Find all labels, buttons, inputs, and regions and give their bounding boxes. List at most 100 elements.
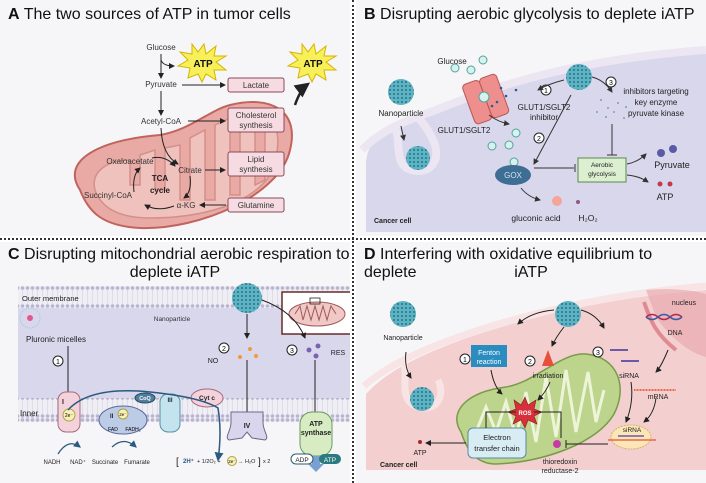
coq: CoQ — [134, 392, 156, 404]
nuclear-envelope — [642, 301, 678, 352]
no-molecules — [238, 347, 258, 359]
oxaloacetate-label: Oxaloacetate — [106, 157, 154, 166]
step-2-label: 2 — [528, 359, 532, 366]
step-1-marker: 1 — [459, 353, 471, 365]
step-2-marker: 2 — [533, 132, 545, 144]
atp-star-mitochondria: ATP — [286, 42, 338, 84]
glucose-label: Glucose — [146, 43, 176, 52]
step-1-marker: 1 — [540, 84, 552, 96]
cholesterol-label-2: synthesis — [239, 121, 272, 130]
atp-badge: ATP — [319, 454, 341, 464]
panel-d-title-line2: iATP — [514, 264, 548, 281]
tca-label-1: TCA — [152, 174, 169, 183]
atp-synthase-label-2: synthase — [301, 430, 331, 437]
atp-label-1: ATP — [193, 59, 213, 70]
pluronic-micelle — [19, 307, 41, 329]
pyruvate-dot — [669, 145, 677, 153]
sirna-label: siRNA — [619, 373, 639, 380]
lipid-label-2: synthesis — [239, 165, 272, 174]
fenton-reaction-box: Fenton reaction — [471, 345, 507, 367]
glut-inhibitor-label-1: GLUT1/SGLT2 — [518, 103, 571, 112]
panel-c: C Disrupting mitochondrial aerobic respi… — [0, 242, 350, 483]
panel-c-title: C Disrupting mitochondrial aerobic respi… — [8, 246, 350, 264]
panel-b-arrows — [488, 76, 649, 202]
irradiation-icon — [542, 350, 554, 366]
lipid-label-1: Lipid — [248, 155, 265, 164]
mitochondrion-inset — [281, 291, 350, 335]
glutamine-label: Glutamine — [238, 201, 275, 210]
pathway-arrows — [133, 54, 226, 211]
complex-ii-label: II — [110, 414, 114, 420]
glut-label: GLUT1/SGLT2 — [438, 126, 491, 135]
atp-label-2: ATP — [303, 59, 323, 70]
aerobic-label-2: glycolysis — [588, 171, 617, 178]
uptake-arrow — [400, 125, 406, 141]
pyruvate-label: Pyruvate — [654, 160, 690, 170]
glut-inhibitor-label-2: inhibitor — [530, 113, 558, 122]
citrate-label: Citrate — [178, 166, 202, 175]
lipid-box: Lipid synthesis — [227, 151, 285, 177]
step-3-label: 3 — [609, 80, 613, 87]
cell-membrane — [359, 46, 706, 153]
res-label: RES — [331, 350, 346, 357]
nanoparticle-endocytosed — [406, 146, 430, 170]
step-2-marker: 2 — [218, 342, 230, 354]
atp-dot — [657, 181, 663, 187]
panel-b-title-text: Disrupting aerobic glycolysis to deplete… — [380, 6, 695, 23]
endocytosis-pocket — [392, 112, 441, 175]
step-3-label: 3 — [596, 350, 600, 357]
vertical-divider — [352, 0, 354, 483]
panel-b-letter: B — [364, 6, 376, 23]
nanoparticle-outside — [390, 301, 416, 327]
complex-iv-label: IV — [244, 423, 251, 430]
ros-burst: ROS — [507, 396, 543, 429]
acetyl-coa-label: Acetyl-CoA — [141, 117, 182, 126]
panel-c-title-line2: deplete iATP — [129, 264, 221, 281]
succinate-label: Succinate — [92, 460, 119, 466]
succinate-arrow — [111, 440, 137, 448]
adp-badge: ADP — [290, 453, 314, 465]
h2o2-label: H₂O₂ — [578, 213, 597, 223]
fumarate-label: Fumarate — [124, 460, 150, 466]
dna-strand-1 — [645, 313, 683, 321]
atp-synthase-label-1: ATP — [309, 421, 323, 428]
mitochondrion-cristae — [474, 369, 606, 443]
complex-ii: II 2e⁻ FAD FADH₂ — [98, 405, 148, 435]
inhibitor-label-2: key enzyme — [635, 98, 678, 107]
lactate-box: Lactate — [227, 77, 285, 93]
panel-b-diagram: Glucose Nanoparticle GLUT1/SGLT2 GLUT1/S… — [359, 46, 706, 232]
cancer-cell-label: Cancer cell — [380, 462, 417, 469]
outer-membrane-label: Outer membrane — [22, 294, 79, 303]
nucleus — [646, 289, 706, 357]
dna-label: DNA — [668, 330, 683, 337]
inhibitor-label-1: inhibitors targeting — [623, 87, 688, 96]
panel-a-title: A The two sources of ATP in tumor cells — [8, 6, 291, 24]
water-equation: [ 2H⁺ + 1/2O₂ + 2e⁻ → H₂O ] x 2 — [176, 456, 270, 468]
nanoparticle — [232, 283, 262, 313]
step-1-label: 1 — [544, 88, 548, 95]
etc-label-2: transfer chain — [474, 444, 519, 453]
electron-flow-arrow — [67, 390, 224, 462]
glut-transporter — [462, 73, 510, 125]
gox-label: GOX — [504, 171, 522, 180]
panel-d-letter: D — [364, 246, 376, 263]
cytc-label: Cyt c — [199, 395, 215, 402]
thioredoxin-label-2: reductase-2 — [542, 468, 579, 475]
fenton-label-2: reaction — [477, 359, 502, 366]
atp-dot — [667, 181, 673, 187]
nanoparticle-inside — [566, 64, 592, 90]
thioredoxin-reductase-dot — [553, 440, 561, 448]
panel-b: B Disrupting aerobic glycolysis to deple… — [356, 0, 706, 236]
atp-dot — [418, 440, 422, 444]
cancer-cell-label: Cancer cell — [374, 218, 411, 225]
step-2-marker: 2 — [524, 355, 536, 367]
panel-a-diagram: ATP ATP Glucose Pyruvate Acetyl-CoA Oxal… — [73, 42, 338, 230]
nadh-label: NADH — [43, 460, 60, 466]
aerobic-label-1: Aerobic — [591, 162, 614, 169]
glut-inhibitor-dots — [490, 86, 518, 108]
step-1-label: 1 — [463, 357, 467, 364]
nanoparticle-outside — [388, 79, 414, 105]
panel-d: D Interfering with oxidative equilibrium… — [356, 242, 706, 483]
panel-a-title-text: The two sources of ATP in tumor cells — [23, 6, 291, 23]
panel-c-title-line1: Disrupting mitochondrial aerobic respira… — [24, 246, 350, 263]
